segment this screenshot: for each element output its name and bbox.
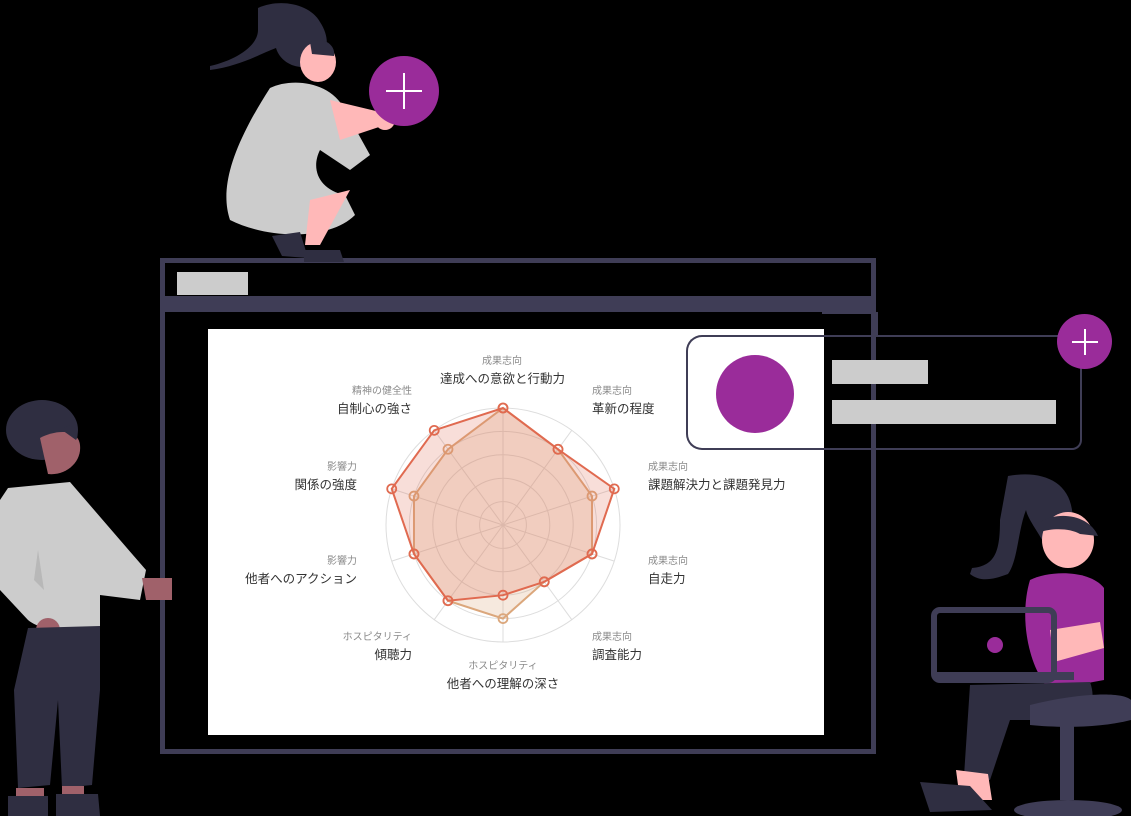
radar-chart <box>385 402 621 643</box>
profile-detail-placeholder <box>832 400 1056 424</box>
add-icon <box>1071 328 1098 355</box>
axis-label-0: 成果志向 達成への意欲と行動力 <box>440 356 566 386</box>
avatar <box>716 355 794 433</box>
axis-label-9: 精神の健全性 自制心の強さ <box>336 386 412 416</box>
axis-label-5: ホスピタリティ 他者への理解の深さ <box>446 661 560 691</box>
axis-label-1: 成果志向 革新の程度 <box>592 386 655 416</box>
address-bar[interactable] <box>177 272 248 295</box>
person-crouching-illustration <box>210 3 395 262</box>
profile-card-outline <box>822 335 1082 450</box>
axis-label-8: 影響力 関係の強度 <box>294 462 357 492</box>
axis-label-3: 成果志向 自走力 <box>648 556 688 586</box>
axis-label-6: ホスピタリティ 傾聴力 <box>342 632 412 662</box>
axis-label-7: 影響力 他者へのアクション <box>245 556 357 586</box>
card-connector <box>874 312 878 336</box>
person-standing-illustration <box>0 400 172 816</box>
card-connector-top <box>822 310 876 314</box>
profile-name-placeholder <box>832 360 928 384</box>
add-icon <box>386 73 422 109</box>
browser-window-frame <box>160 258 876 754</box>
add-profile-button[interactable] <box>1057 314 1112 369</box>
axis-label-2: 成果志向 課題解決力と課題発見力 <box>648 462 786 492</box>
radar-series <box>386 402 620 625</box>
radar-chart-panel: 成果志向 達成への意欲と行動力 成果志向 革新の程度 成果志向 課題解決力と課題… <box>208 329 824 735</box>
floating-add-button[interactable] <box>369 56 439 126</box>
axis-label-4: 成果志向 調査能力 <box>592 632 643 662</box>
person-with-laptop-illustration <box>920 474 1131 816</box>
browser-toolbar-divider <box>160 296 876 312</box>
